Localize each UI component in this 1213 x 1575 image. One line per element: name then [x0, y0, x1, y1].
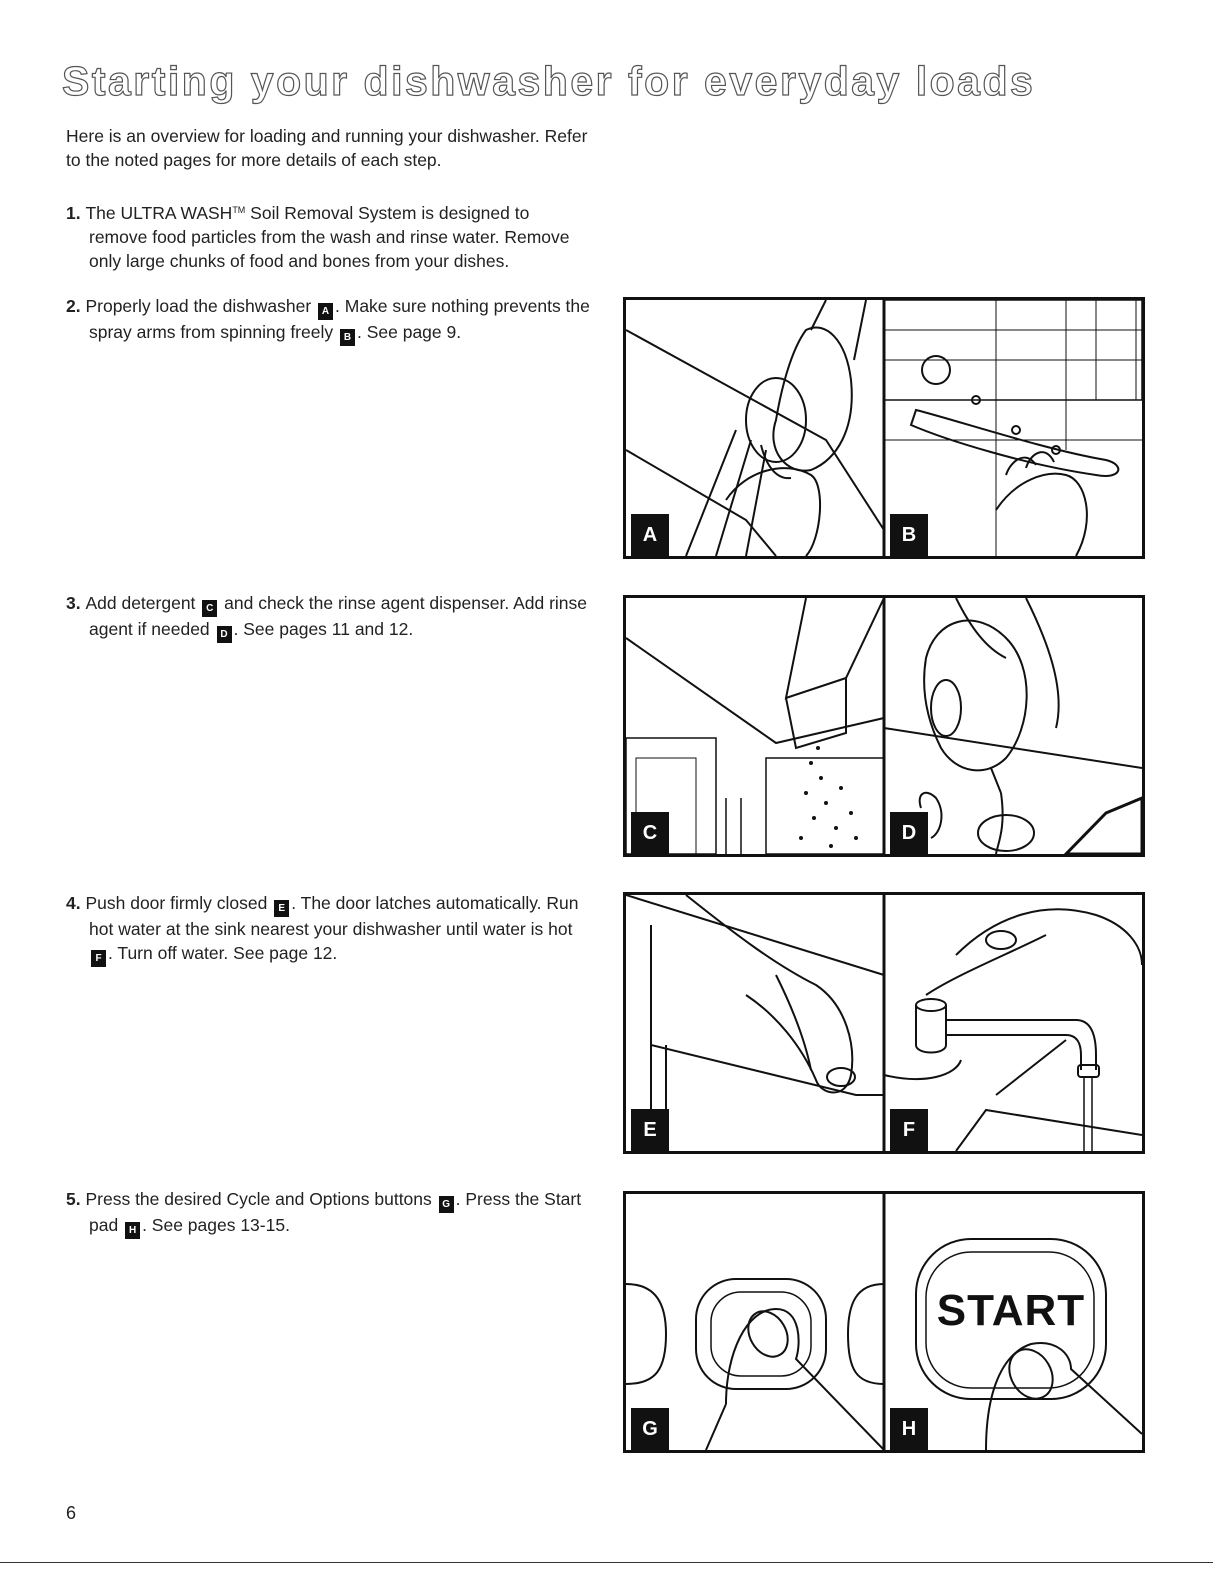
- figure-row-door-water: E F: [623, 892, 1145, 1154]
- figure-label-f: F: [890, 1109, 928, 1151]
- step-text: . Make sure nothing prevents the spray a…: [89, 296, 590, 342]
- step-text: . See page 9.: [356, 322, 462, 342]
- step-text: . See pages 13-15.: [142, 1215, 290, 1235]
- step-text: . Turn off water. See page 12.: [108, 943, 338, 963]
- step-2: 2. Properly load the dishwasher A. Make …: [66, 294, 591, 346]
- page-title: Starting your dishwasher for everyday lo…: [61, 57, 1036, 104]
- step-text: Add detergent: [85, 593, 201, 613]
- step-text: Press the desired Cycle and Options butt…: [85, 1189, 437, 1209]
- step-text: . See pages 11 and 12.: [233, 619, 414, 639]
- bottom-rule: [0, 1562, 1213, 1563]
- step-text: . The door latches automatically. Run ho…: [89, 893, 579, 939]
- intro-paragraph: Here is an overview for loading and runn…: [66, 126, 588, 170]
- figure-ref-badge: H: [125, 1222, 141, 1239]
- step-number: 4.: [66, 893, 86, 913]
- loading-illustration: [626, 300, 1142, 556]
- step-text: . Press the Start pad: [89, 1189, 582, 1235]
- step-number: 3.: [66, 593, 86, 613]
- step-text: Push door firmly closed: [85, 893, 273, 913]
- step-text: Soil Removal System is designed to remov…: [89, 203, 570, 271]
- door-water-illustration: [626, 895, 1142, 1151]
- step-1: 1. The ULTRA WASHTM Soil Removal System …: [66, 198, 591, 273]
- figure-row-loading: A B: [623, 297, 1145, 559]
- trademark-mark: TM: [232, 205, 246, 215]
- figure-ref-badge: B: [339, 329, 355, 346]
- figure-ref-badge: E: [274, 900, 290, 917]
- step-number: 2.: [66, 296, 86, 316]
- figure-label-c: C: [631, 812, 669, 854]
- page-number: 6: [66, 1503, 77, 1523]
- figure-ref-badge: F: [91, 950, 106, 967]
- figure-label-h: H: [890, 1408, 928, 1450]
- figure-ref-badge: G: [438, 1196, 454, 1213]
- step-number: 5.: [66, 1189, 86, 1209]
- detergent-illustration: [626, 598, 1142, 854]
- step-3: 3. Add detergent C and check the rinse a…: [66, 591, 591, 643]
- step-text: The ULTRA WASH: [85, 203, 233, 223]
- figure-ref-badge: C: [202, 600, 218, 617]
- figure-label-d: D: [890, 812, 928, 854]
- step-number: 1.: [66, 203, 86, 223]
- figure-ref-badge: D: [216, 626, 232, 643]
- start-pad-label: START: [936, 1286, 1086, 1335]
- step-text: Properly load the dishwasher: [85, 296, 317, 316]
- figure-label-a: A: [631, 514, 669, 556]
- control-panel-illustration: [626, 1194, 1142, 1450]
- figure-label-g: G: [631, 1408, 669, 1450]
- step-5: 5. Press the desired Cycle and Options b…: [66, 1187, 591, 1239]
- figure-row-control-panel: START G H: [623, 1191, 1145, 1453]
- figure-label-e: E: [631, 1109, 669, 1151]
- step-text: and check the rinse agent dispenser. Add…: [89, 593, 588, 639]
- step-4: 4. Push door firmly closed E. The door l…: [66, 891, 591, 967]
- figure-row-detergent: C D: [623, 595, 1145, 857]
- figure-ref-badge: A: [318, 303, 334, 320]
- figure-label-b: B: [890, 514, 928, 556]
